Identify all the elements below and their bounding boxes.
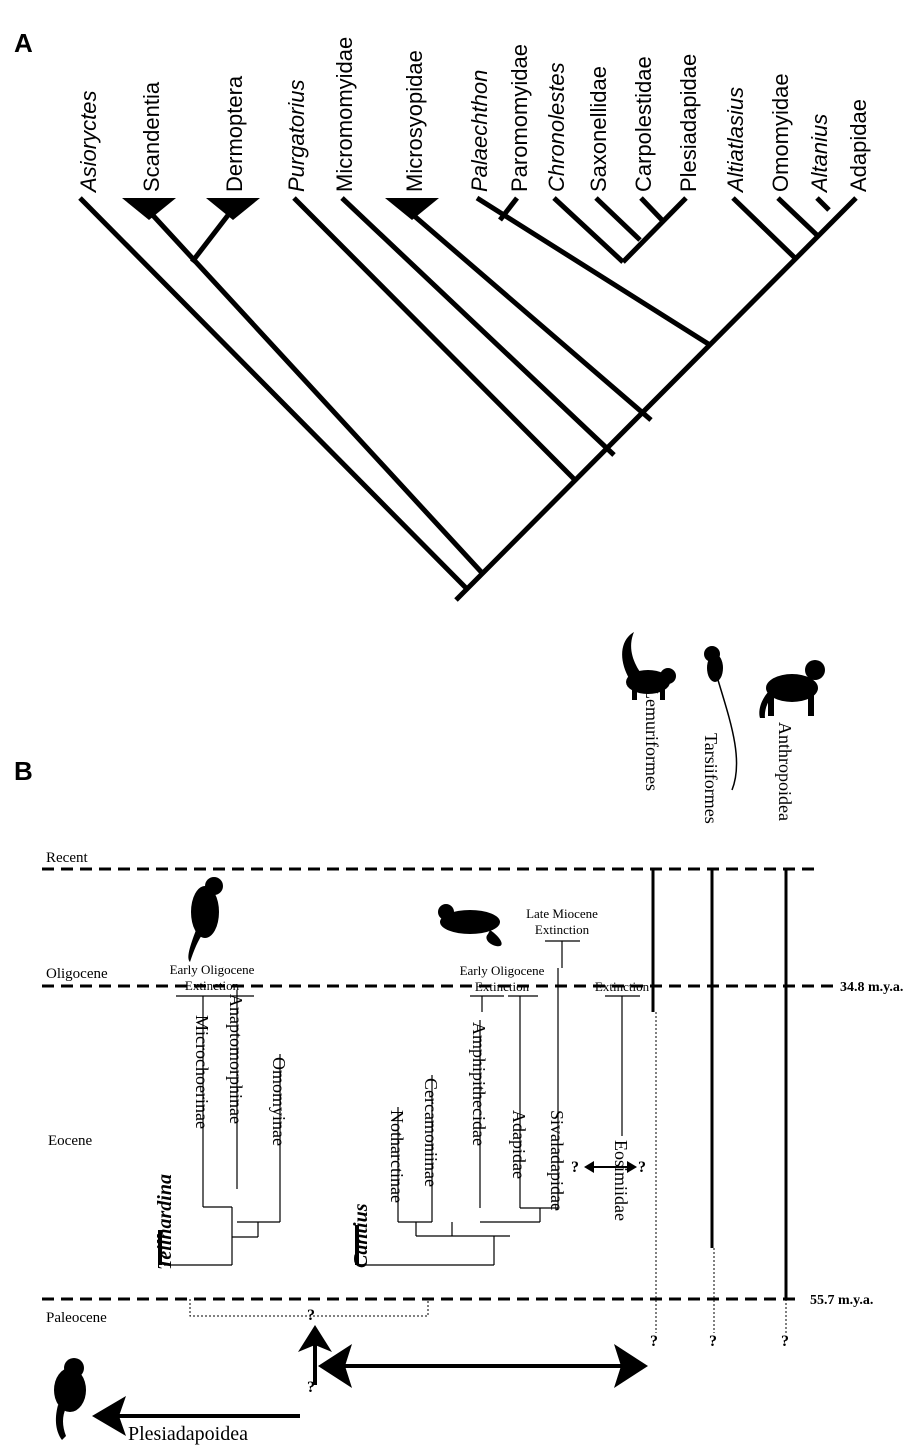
plesiadapoid-silhouette-icon [54, 1358, 86, 1440]
taxon-label: Microsyopidae [402, 50, 427, 192]
branch-micromomyidae [342, 198, 614, 455]
branch-microsyopidae [412, 214, 651, 420]
question-mark: ? [307, 1307, 315, 1324]
question-mark: ? [571, 1159, 579, 1176]
panel-b-label: B [14, 756, 33, 786]
extinction-label-eosimiid: Extinction [595, 979, 650, 994]
extinction-labels: Early Oligocene Extinction Early Oligoce… [170, 906, 650, 994]
taxon-label: Plesiadapidae [676, 54, 701, 192]
cladogram-a [80, 198, 856, 600]
question-mark: ? [638, 1159, 646, 1176]
extinction-label-line2: Extinction [185, 978, 240, 993]
taxon-label: Purgatorius [284, 79, 309, 192]
outgroup-label-plesiadapoidea: Plesiadapoidea [128, 1423, 248, 1445]
taxon-labels-a: Asioryctes Scandentia Dermoptera Purgato… [76, 37, 871, 194]
clade-label-microchoerinae: Microchoerinae [192, 1015, 212, 1129]
panel-a-label: A [14, 28, 33, 58]
adapiform-silhouette-icon [438, 904, 502, 946]
clade-label-omomyinae: Omomyinae [269, 1057, 289, 1146]
clade-label-anaptomorphinae: Anaptomorphinae [226, 994, 246, 1124]
taxon-label: Micromomyidae [332, 37, 357, 192]
scandentia-triangle [122, 198, 176, 220]
question-mark: ? [709, 1333, 717, 1350]
genus-label-cantius: Cantius [350, 1203, 372, 1268]
microsyopidae-triangle [385, 198, 439, 220]
extinction-label-line2: Extinction [475, 979, 530, 994]
dermoptera-triangle [206, 198, 260, 220]
eosimiid-range-arrow [584, 1161, 637, 1173]
taxon-label: Dermoptera [222, 75, 247, 192]
basal-arrows [92, 1325, 648, 1436]
extinction-label-line2: Extinction [535, 922, 590, 937]
branch-purgatorius [294, 198, 575, 480]
extinction-label-line1: Early Oligocene [170, 962, 255, 977]
question-mark: ? [650, 1333, 658, 1350]
taxon-label: Paromomyidae [507, 44, 532, 192]
taxon-label: Altiatlasius [723, 87, 748, 194]
epoch-label-paleocene: Paleocene [46, 1310, 107, 1326]
omomyid-silhouette-icon [188, 877, 223, 962]
crown-label-tarsiiformes: Tarsiiformes [701, 733, 721, 824]
epoch-label-oligocene: Oligocene [46, 966, 108, 982]
taxon-label: Asioryctes [76, 91, 101, 194]
extinction-label-line1: Late Miocene [526, 906, 598, 921]
age-label-34-8: 34.8 m.y.a. [840, 980, 903, 995]
taxon-label: Saxonellidae [586, 66, 611, 192]
branch-dermoptera [192, 210, 232, 262]
branch-palaechthon [477, 198, 710, 345]
taxon-label: Chronolestes [544, 62, 569, 192]
clade-labels-b: Microchoerinae Anaptomorphinae Omomyinae… [192, 994, 631, 1221]
taxon-label: Omomyidae [768, 73, 793, 192]
taxon-label: Altanius [807, 114, 832, 194]
epoch-label-recent: Recent [46, 850, 88, 866]
genus-label-teilhardina: Teilhardina [154, 1174, 176, 1270]
branch-omomyidae [778, 198, 818, 236]
taxon-label: Scandentia [139, 81, 164, 192]
clade-label-amphipithecidae: Amphipithecidae [469, 1022, 489, 1146]
monkey-silhouette-icon [759, 660, 825, 718]
taxon-label: Palaechthon [467, 70, 492, 192]
age-label-55-7: 55.7 m.y.a. [810, 1293, 873, 1308]
branch-asioryctes [80, 198, 468, 590]
clade-label-sivaladapidae: Sivaladapidae [547, 1110, 567, 1211]
epoch-label-eocene: Eocene [48, 1133, 92, 1149]
lemur-silhouette-icon [622, 632, 676, 700]
crown-lineages [653, 869, 786, 1333]
clade-label-cercamoniinae: Cercamoniinae [421, 1078, 441, 1187]
branch-scandentia-dermoptera [148, 210, 484, 575]
taxon-label: Carpolestidae [631, 56, 656, 192]
branch-carpolestidae [641, 198, 662, 220]
question-mark: ? [781, 1333, 789, 1350]
extinction-label-line1: Early Oligocene [460, 963, 545, 978]
clade-label-adapidae: Adapidae [509, 1110, 529, 1179]
crown-label-lemuriformes: Lemuriformes [642, 688, 662, 791]
branch-root [456, 198, 856, 600]
branch-saxonellidae [596, 198, 640, 240]
branch-altanius [817, 198, 829, 210]
crown-label-anthropoidea: Anthropoidea [775, 722, 795, 821]
clade-label-notharctinae: Notharctinae [387, 1110, 407, 1203]
omomyiform-tree [164, 990, 280, 1265]
taxon-label: Adapidae [846, 99, 871, 192]
clade-label-eosimiidae: Eosimiidae [611, 1140, 631, 1221]
